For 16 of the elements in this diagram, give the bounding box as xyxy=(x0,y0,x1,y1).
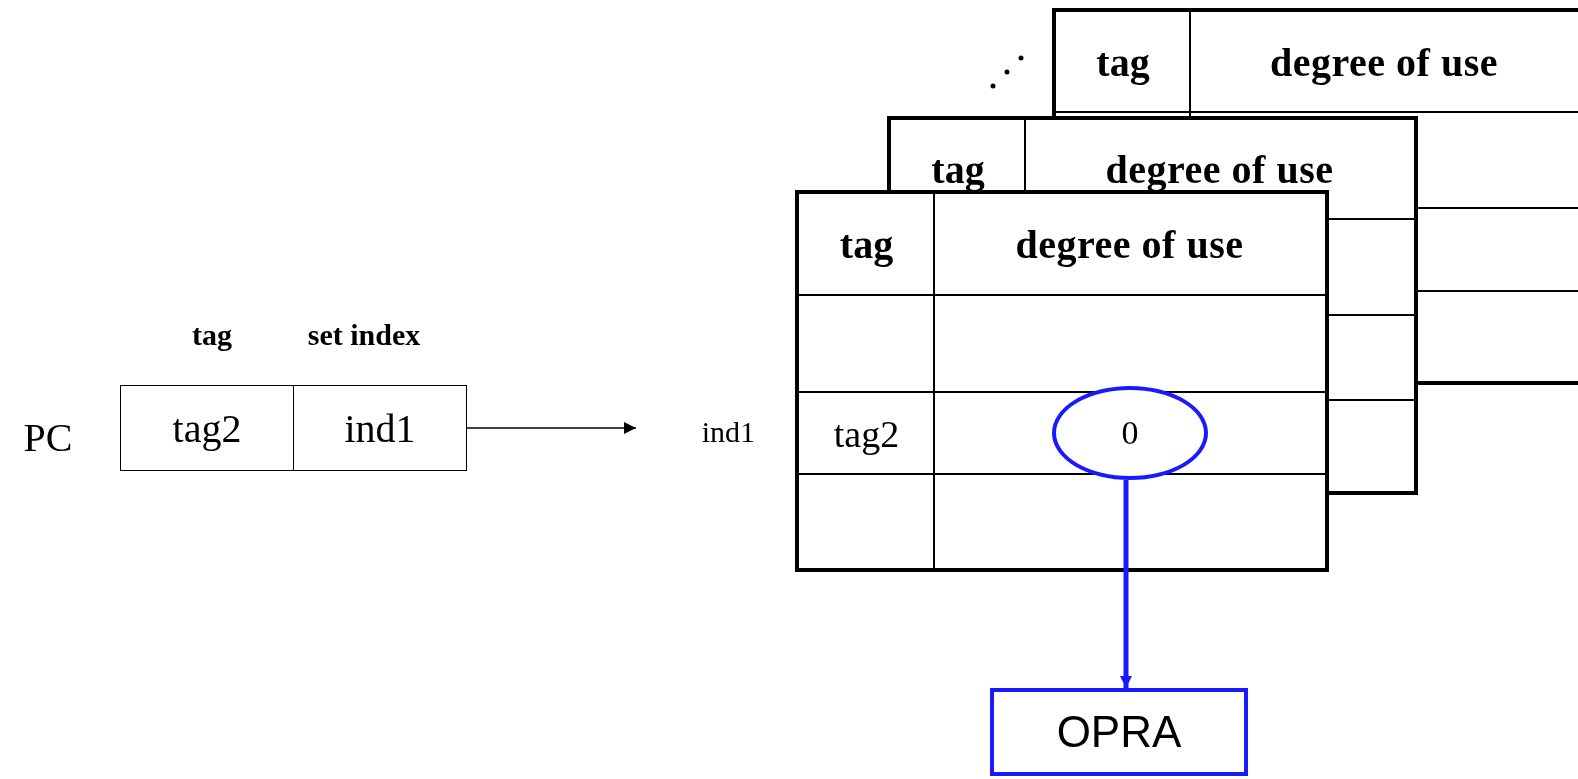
index-text: ind1 xyxy=(640,410,755,454)
table-cell-text: tag2 xyxy=(832,411,901,457)
register-cell: tag2 xyxy=(120,385,294,471)
field-label: tag xyxy=(191,317,233,353)
register-cell: ind1 xyxy=(293,385,467,471)
result-box: OPRA xyxy=(990,688,1248,776)
arrow xyxy=(466,422,637,434)
column-header: tag xyxy=(1095,38,1151,87)
column-header: tag xyxy=(930,146,986,194)
column-header: degree of use xyxy=(1014,221,1245,269)
field-label: set index xyxy=(306,317,422,353)
column-header: degree of use xyxy=(1104,146,1335,194)
column-header: degree of use xyxy=(1269,38,1499,87)
register-name: PC xyxy=(22,413,74,462)
column-header: tag xyxy=(838,221,895,269)
arrow xyxy=(1120,480,1132,688)
